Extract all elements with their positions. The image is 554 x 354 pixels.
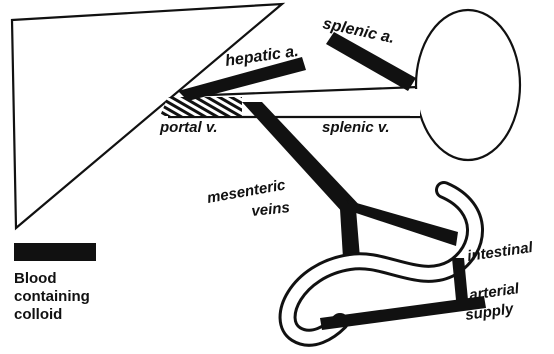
arterial-supply-label-line1: arterial bbox=[468, 280, 521, 304]
arterial-supply-band bbox=[320, 296, 486, 330]
spleen-hilum-gap bbox=[410, 89, 420, 116]
splenic-vein-label: splenic v. bbox=[322, 119, 390, 136]
portal-vein-label: portal v. bbox=[159, 119, 218, 136]
spleen-shape bbox=[416, 10, 520, 160]
portal-vein-hatched bbox=[160, 97, 242, 116]
legend-label-line3: colloid bbox=[14, 306, 62, 323]
legend-swatch bbox=[14, 243, 96, 261]
legend-label-line1: Blood bbox=[14, 270, 57, 287]
mesenteric-vein-branch-lower bbox=[340, 209, 360, 258]
legend-label-line2: containing bbox=[14, 288, 90, 305]
mesenteric-vein-branch-intestine bbox=[346, 200, 458, 246]
mesenteric-veins-label-line2: veins bbox=[251, 199, 291, 220]
